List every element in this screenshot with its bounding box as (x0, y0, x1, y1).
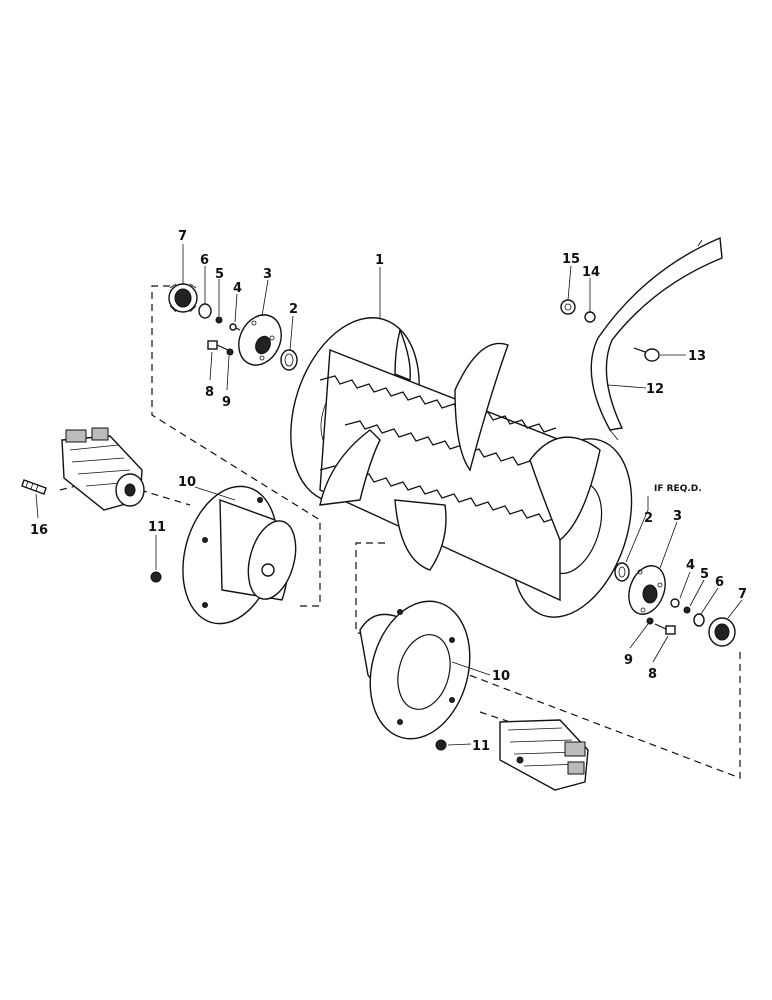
callout-9-right: 9 (624, 653, 633, 668)
washer-6-right (693, 613, 705, 627)
nut-11-right (435, 739, 447, 751)
flange-3-right (628, 565, 666, 615)
callout-4-left: 4 (233, 281, 242, 296)
callout-11-left: 11 (148, 520, 166, 535)
callout-7-left: 7 (178, 229, 187, 244)
callout-5-right: 5 (700, 567, 709, 582)
curved-stripper-bar (590, 236, 723, 441)
screw-4-left (229, 323, 241, 331)
note-if-required: IF REQ.D. (654, 484, 702, 494)
washer-6-left (198, 303, 212, 319)
bolt-8-right (654, 623, 676, 635)
callout-10-left: 10 (178, 475, 196, 490)
shaft-centreline (59, 479, 511, 723)
callout-13: 13 (688, 349, 706, 364)
washer-9-left (226, 348, 234, 356)
callout-8-left: 8 (205, 385, 214, 400)
callout-3-right: 3 (673, 509, 682, 524)
callout-5-left: 5 (215, 267, 224, 282)
stud-16 (21, 479, 47, 495)
callout-7-right: 7 (738, 587, 747, 602)
callout-6-right: 6 (715, 575, 724, 590)
callout-4-right: 4 (686, 558, 695, 573)
washer-14 (584, 311, 596, 323)
sprocket-7-right (708, 617, 736, 647)
nut-11-left (150, 545, 162, 583)
callout-2-right: 2 (644, 511, 653, 526)
callout-12: 12 (646, 382, 664, 397)
bearing-housing-10-left (182, 485, 297, 625)
hydraulic-motor-right (499, 719, 589, 791)
callout-14: 14 (582, 265, 600, 280)
callout-3-left: 3 (263, 267, 272, 282)
callout-10-right: 10 (492, 669, 510, 684)
bearing-housing-10-right (359, 600, 471, 740)
callout-11-right: 11 (472, 739, 490, 754)
callout-6-left: 6 (200, 253, 209, 268)
ring-2-right (614, 562, 630, 582)
rotor-reel (290, 317, 633, 618)
flange-3-left (238, 314, 282, 366)
callout-8-right: 8 (648, 667, 657, 682)
washer-9-right (646, 617, 654, 625)
ring-2-left (280, 349, 298, 371)
callout-2-left: 2 (289, 302, 298, 317)
left-assembly-boundary (151, 285, 321, 607)
callout-1: 1 (375, 253, 384, 268)
nut-15 (560, 299, 576, 315)
screw-4-right (670, 598, 680, 608)
ball-5-right (683, 606, 691, 614)
leader-lines (35, 244, 743, 746)
bolt-13 (633, 347, 660, 362)
hydraulic-motor-left (61, 427, 145, 511)
callout-15: 15 (562, 252, 580, 267)
callout-9-left: 9 (222, 395, 231, 410)
bolt-8-left (207, 340, 229, 351)
sprocket-7-left (168, 283, 198, 313)
callout-16: 16 (30, 523, 48, 538)
ball-5-left (215, 316, 223, 324)
callout-labels: 7 6 5 4 3 2 8 9 1 15 14 13 12 10 16 11 I… (30, 229, 747, 754)
